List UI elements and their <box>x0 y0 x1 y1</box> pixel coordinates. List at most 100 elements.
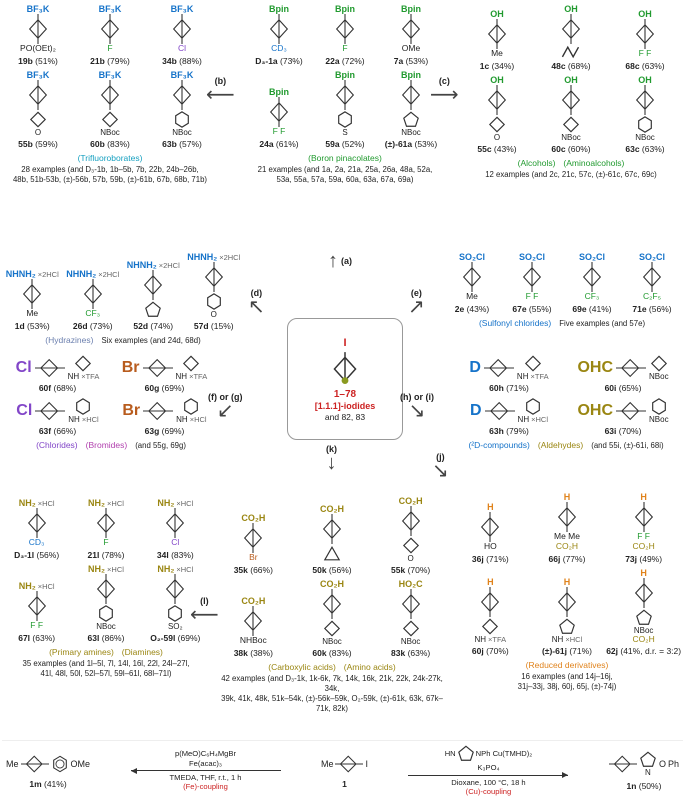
substituent-label: BF₃K <box>98 4 122 14</box>
substituent-label: Me <box>466 291 478 301</box>
substituent-label: C₂F₅ <box>642 291 662 301</box>
bcp-cage-icon <box>399 589 423 619</box>
substituent-bottom: SO₂ <box>166 604 184 631</box>
bcp-cage-icon <box>399 79 423 110</box>
compound-label: 73j (49%) <box>625 553 663 564</box>
substituent-bottom: NBoc <box>401 619 420 646</box>
compound-label: 71e (56%) <box>632 303 672 314</box>
group-caption: (Bromides) <box>85 440 128 450</box>
compound-label: 1c (34%) <box>479 61 515 71</box>
substituent-label: H <box>487 501 494 512</box>
salt-label: ×TFA <box>530 372 549 381</box>
bcp-cage-icon <box>142 356 173 380</box>
substituent-top: H <box>564 492 571 502</box>
group-captions: (Chlorides)(Bromides)(and 55g, 69g) <box>4 440 218 450</box>
substituent-top: Bpin <box>335 4 355 14</box>
ring-glyph <box>101 110 119 129</box>
ring-glyph <box>74 397 92 416</box>
compound-label: 66j (77%) <box>548 553 586 564</box>
ring-glyph <box>402 536 420 555</box>
bcp-cage-icon <box>559 85 583 115</box>
arrow-label: (e) <box>410 288 422 298</box>
substituent-top: OH <box>564 75 578 85</box>
ring-glyph <box>29 110 47 129</box>
compound-label: 63b (57%) <box>162 138 202 149</box>
four-ring-icon: NBoc <box>100 110 120 137</box>
substituent-bottom: F <box>103 537 109 548</box>
five-ring-icon: NBoc <box>401 110 421 137</box>
compound-label: 63h (79%) <box>489 426 529 436</box>
compound-label: 60g (69%) <box>144 383 185 393</box>
bcp-cage-icon <box>333 79 357 110</box>
substituent-label: OMe <box>401 43 421 53</box>
salt-label: ×TFA <box>189 372 208 381</box>
bcp-cage-icon <box>35 399 66 423</box>
substituent-bottom: O <box>29 110 47 137</box>
substituent-bottom: CF₃ <box>585 291 600 302</box>
substituent-top: BF₃K <box>99 70 122 80</box>
ring-glyph <box>488 115 506 134</box>
substituent-top: Bpin <box>335 70 355 80</box>
substituent-top: NHNH₂×2HCl <box>6 269 59 279</box>
compound-range: 1–78 <box>333 388 357 400</box>
compound-label: 1d (53%) <box>14 321 50 331</box>
compound-label: 60i (65%) <box>604 383 642 393</box>
arrow-glyph: ↙ <box>216 400 234 422</box>
compound-label: 21l (78%) <box>87 549 125 560</box>
compound-label: O₂-59l (69%) <box>150 632 201 643</box>
substituent-top: BF₃K <box>99 4 122 14</box>
substituent-bottom: NH×HCl <box>552 617 582 644</box>
substituent-label: F <box>103 537 109 547</box>
substituent-top: HO₂C <box>399 579 423 589</box>
compound-label: D₃-1l (56%) <box>14 549 60 560</box>
ring-label: O <box>494 134 500 142</box>
compound-label: 69e (41%) <box>572 303 612 314</box>
compound-label: 52d (74%) <box>133 321 174 331</box>
substituent-top: Bpin <box>269 4 289 14</box>
arrow-glyph: ⟶ <box>430 84 459 106</box>
atom-label: Me <box>320 758 334 769</box>
ring-label-text: O <box>34 127 42 137</box>
compound-label: 60h (71%) <box>489 383 529 393</box>
substituent-bottom: NH×TFA <box>474 617 506 644</box>
substituent-bottom: NBoc <box>322 619 342 646</box>
substituent-top: BF₃K <box>27 4 50 14</box>
substituent-bottom: Cl <box>171 537 179 548</box>
ring-glyph <box>182 354 200 373</box>
ring-label-text: O <box>210 310 217 319</box>
arrow-label: (j) <box>436 452 445 462</box>
ring-label-text: NBoc <box>172 127 192 137</box>
ring-glyph <box>323 619 341 638</box>
ring-glyph <box>336 110 354 129</box>
five-ring-icon: NH×HCl <box>552 617 582 644</box>
substituent-label: HO₂C <box>398 579 423 589</box>
bcp-cage-icon <box>94 573 118 604</box>
substituent-label: NH₂ <box>88 563 106 574</box>
ring-glyph <box>562 115 580 134</box>
substituent-top: SO₂Cl <box>579 252 605 262</box>
substituent-bottom: NBoc <box>100 110 120 137</box>
substituent-label: NHNH₂ <box>66 269 97 280</box>
group-caption: (Aldehydes) <box>537 440 584 450</box>
compound-label: 22a (72%) <box>325 55 365 66</box>
substituent-top: NH₂×HCl <box>19 498 55 508</box>
substituent-bottom: C₂F₅ <box>642 291 662 302</box>
six-ring-icon: NBoc <box>172 110 192 137</box>
ring-label-text: S <box>342 127 348 137</box>
